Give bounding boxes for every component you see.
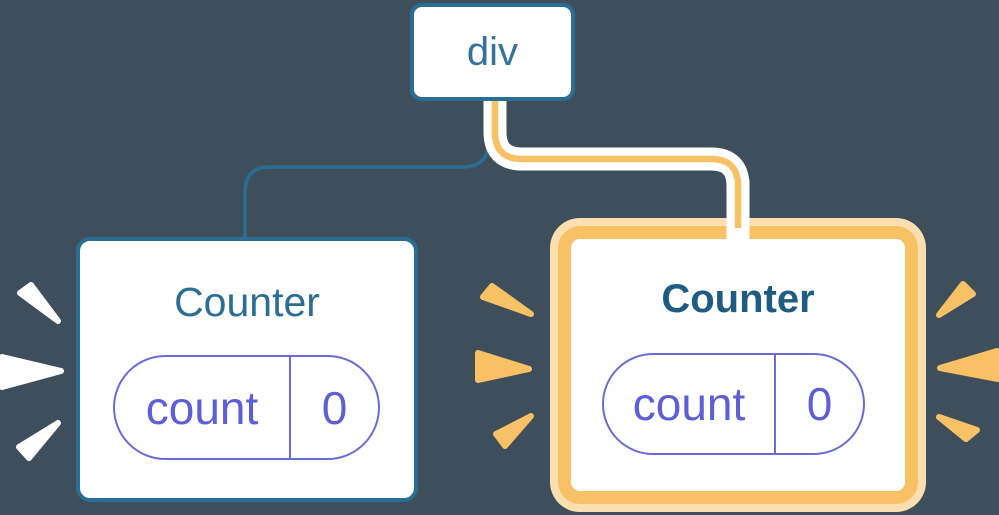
- spark-icon: [475, 350, 532, 383]
- spark-icon: [16, 420, 61, 461]
- spark-icon: [937, 348, 999, 382]
- state-key-label: count: [115, 357, 291, 458]
- edge-div-to-right-counter: [491, 99, 742, 252]
- state-key-label: count: [604, 355, 776, 453]
- counter-title-right: Counter: [661, 277, 815, 321]
- state-value: 0: [321, 381, 348, 434]
- state-pill-left: count 0: [113, 355, 380, 460]
- spark-icon: [936, 281, 976, 318]
- spark-icon: [480, 283, 534, 317]
- state-value: 0: [806, 378, 833, 430]
- spark-icon: [936, 414, 980, 442]
- sparks-right-counter: [475, 281, 999, 449]
- spark-icon: [493, 413, 534, 449]
- tree-node-div: div: [410, 3, 575, 101]
- tree-node-label: div: [466, 29, 519, 74]
- counter-title-left: Counter: [174, 279, 320, 325]
- sparks-left-counter: [0, 282, 64, 461]
- state-pill-right: count 0: [602, 353, 865, 455]
- spark-icon: [17, 282, 61, 324]
- spark-icon: [0, 354, 64, 390]
